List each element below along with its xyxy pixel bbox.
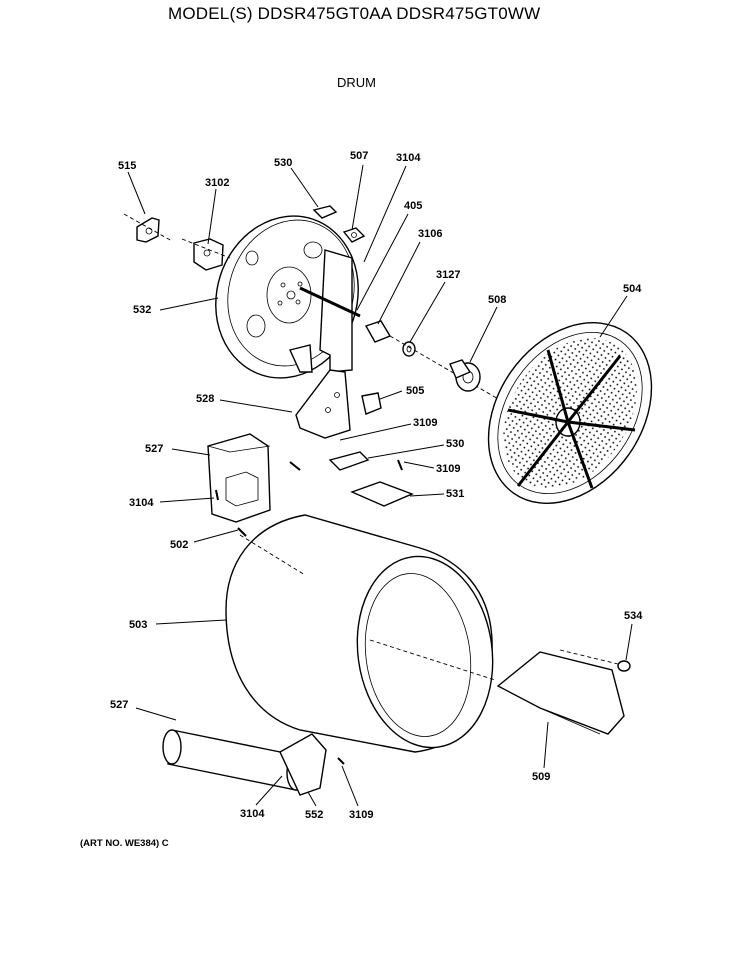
- plate-531: [350, 481, 414, 507]
- bearing-support-515: [123, 213, 173, 243]
- callout-509: 509: [532, 771, 550, 783]
- callout-504: 504: [623, 283, 642, 295]
- bracket-3102: [181, 238, 231, 271]
- callout-528: 528: [196, 393, 214, 405]
- shaft-405: [299, 286, 361, 318]
- callout-3127: 3127: [436, 269, 460, 281]
- callout-503: 503: [129, 619, 147, 631]
- callout-3109-bottom: 3109: [349, 809, 373, 821]
- callout-515: 515: [118, 160, 136, 172]
- rear-panel-504: [487, 322, 653, 504]
- callout-labels: 515 3102 530 507 3104 405 3106 3127 508 …: [110, 150, 643, 821]
- callout-527-upper: 527: [145, 443, 163, 455]
- rear-bulkhead-part: [215, 215, 359, 379]
- shaft-508: [449, 359, 481, 392]
- callout-532: 532: [133, 304, 151, 316]
- baffle-509: [496, 651, 625, 735]
- callout-3102: 3102: [205, 177, 229, 189]
- support-bracket-527: [207, 433, 271, 523]
- clip-534: [559, 649, 631, 672]
- callout-507: 507: [350, 150, 368, 162]
- callout-3104-bottom: 3104: [240, 808, 265, 820]
- callout-405: 405: [404, 200, 422, 212]
- callout-3106: 3106: [418, 228, 442, 240]
- clip-530: [312, 205, 338, 219]
- callout-3109-right: 3109: [436, 463, 460, 475]
- callout-505: 505: [406, 385, 424, 397]
- callout-502: 502: [170, 539, 188, 551]
- callout-530-top: 530: [274, 157, 292, 169]
- leader-lines: [127, 164, 633, 807]
- gasket-505: [361, 392, 382, 415]
- callout-527-lower: 527: [110, 699, 128, 711]
- callout-552: 552: [305, 809, 323, 821]
- nut-507: [342, 227, 366, 243]
- section-title: DRUM: [337, 75, 376, 90]
- callout-531: 531: [446, 488, 464, 500]
- callout-3104-top: 3104: [396, 152, 421, 164]
- callout-3104-mid: 3104: [129, 497, 154, 509]
- bracket-528: [295, 369, 351, 439]
- callout-534: 534: [624, 610, 643, 622]
- callout-508: 508: [488, 294, 506, 306]
- clip-530-lower: [328, 451, 370, 471]
- washer-3127: [402, 341, 416, 357]
- roller-bracket-552: [279, 733, 327, 796]
- callout-3109-mid: 3109: [413, 417, 437, 429]
- page-title: MODEL(S) DDSR475GT0AA DDSR475GT0WW: [168, 4, 541, 23]
- bearing-3106: [364, 320, 392, 343]
- drum-503: [225, 514, 496, 753]
- art-number: (ART NO. WE384) C: [80, 838, 169, 849]
- callout-530-lower: 530: [446, 438, 464, 450]
